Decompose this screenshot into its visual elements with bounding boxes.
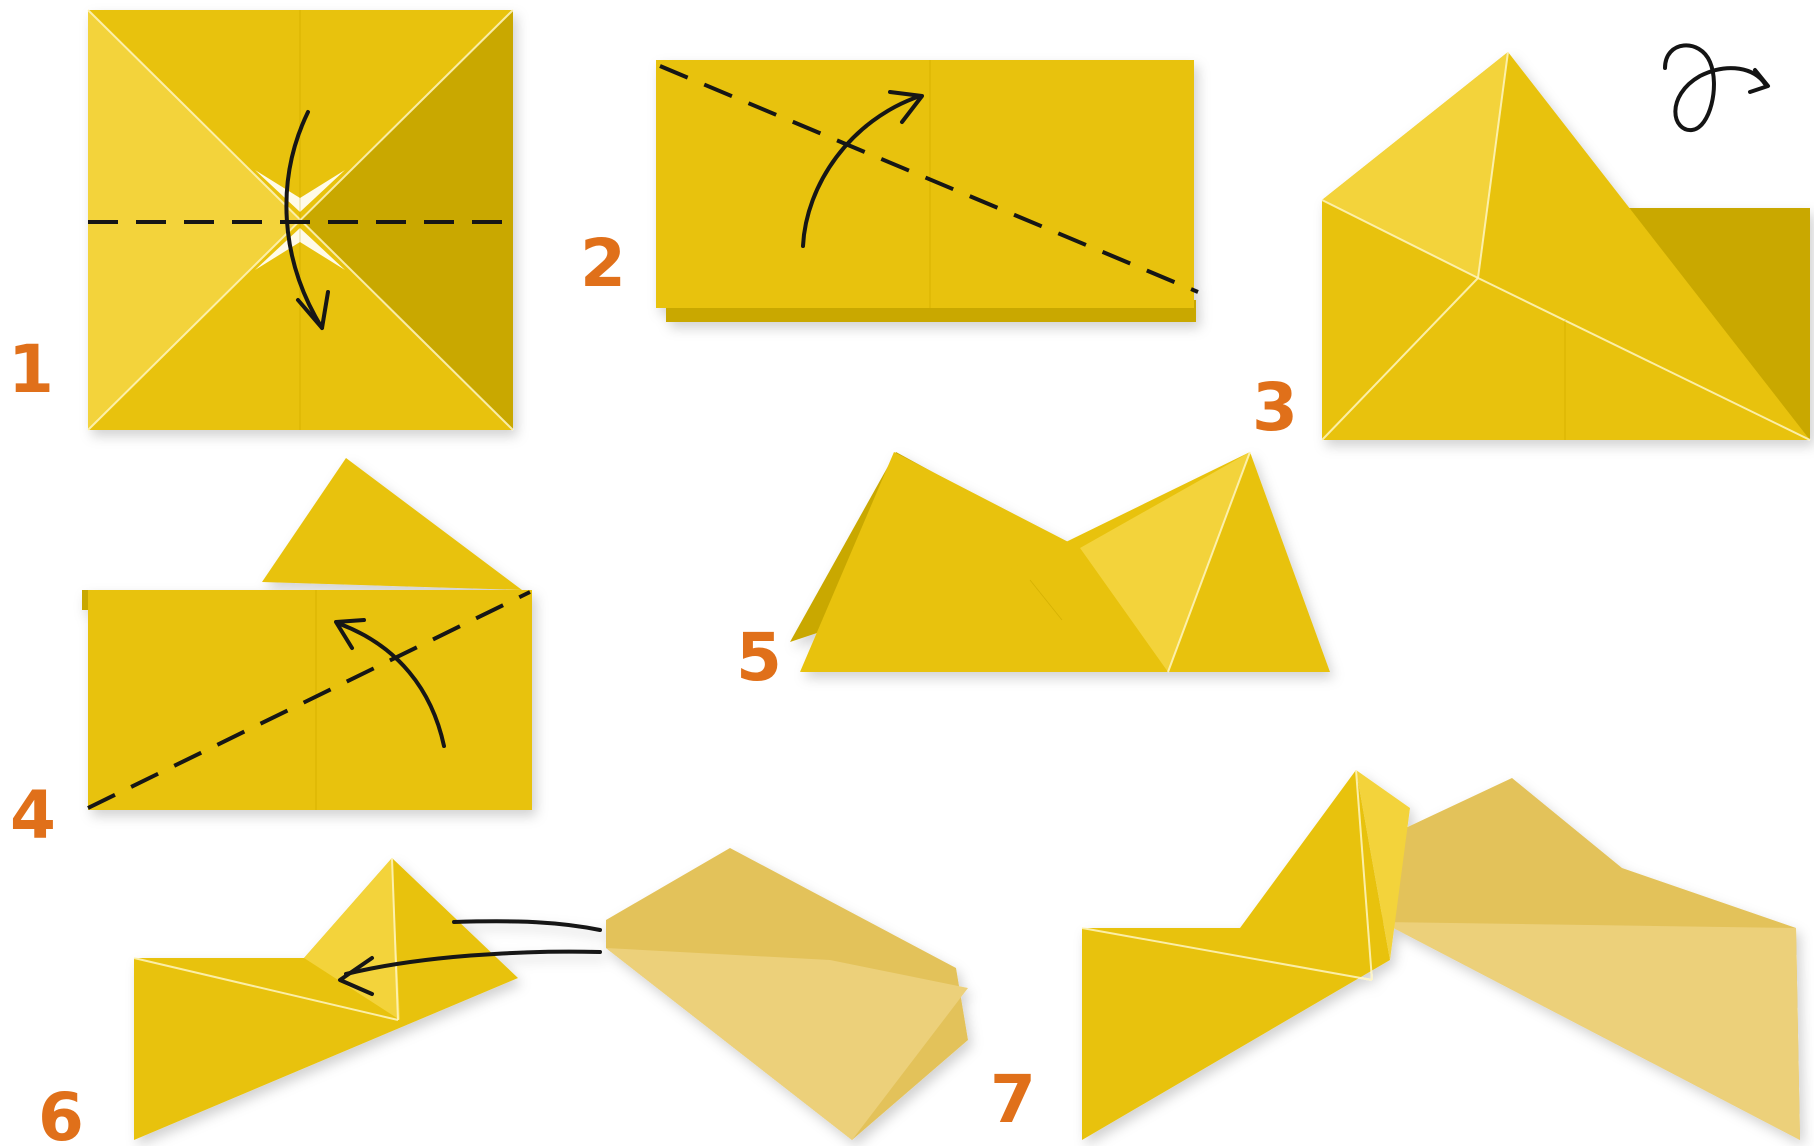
step-1-figure [88, 10, 513, 430]
step-5-label: 5 [736, 619, 782, 696]
step-1-label: 1 [8, 331, 54, 408]
step-6-label: 6 [38, 1079, 84, 1146]
step-2-paper [656, 60, 1194, 308]
step-3-figure [1322, 52, 1810, 440]
step-3-label: 3 [1252, 369, 1298, 446]
step-6-figure [134, 848, 968, 1140]
step-7-figure [1082, 770, 1800, 1140]
step-5-figure [790, 452, 1330, 672]
step-4-label: 4 [10, 777, 56, 854]
turn-over-icon [1665, 45, 1768, 130]
step-2-label: 2 [580, 225, 626, 302]
step-4-figure [82, 458, 532, 810]
step-7-label: 7 [990, 1061, 1036, 1138]
step-2-figure [656, 60, 1198, 322]
